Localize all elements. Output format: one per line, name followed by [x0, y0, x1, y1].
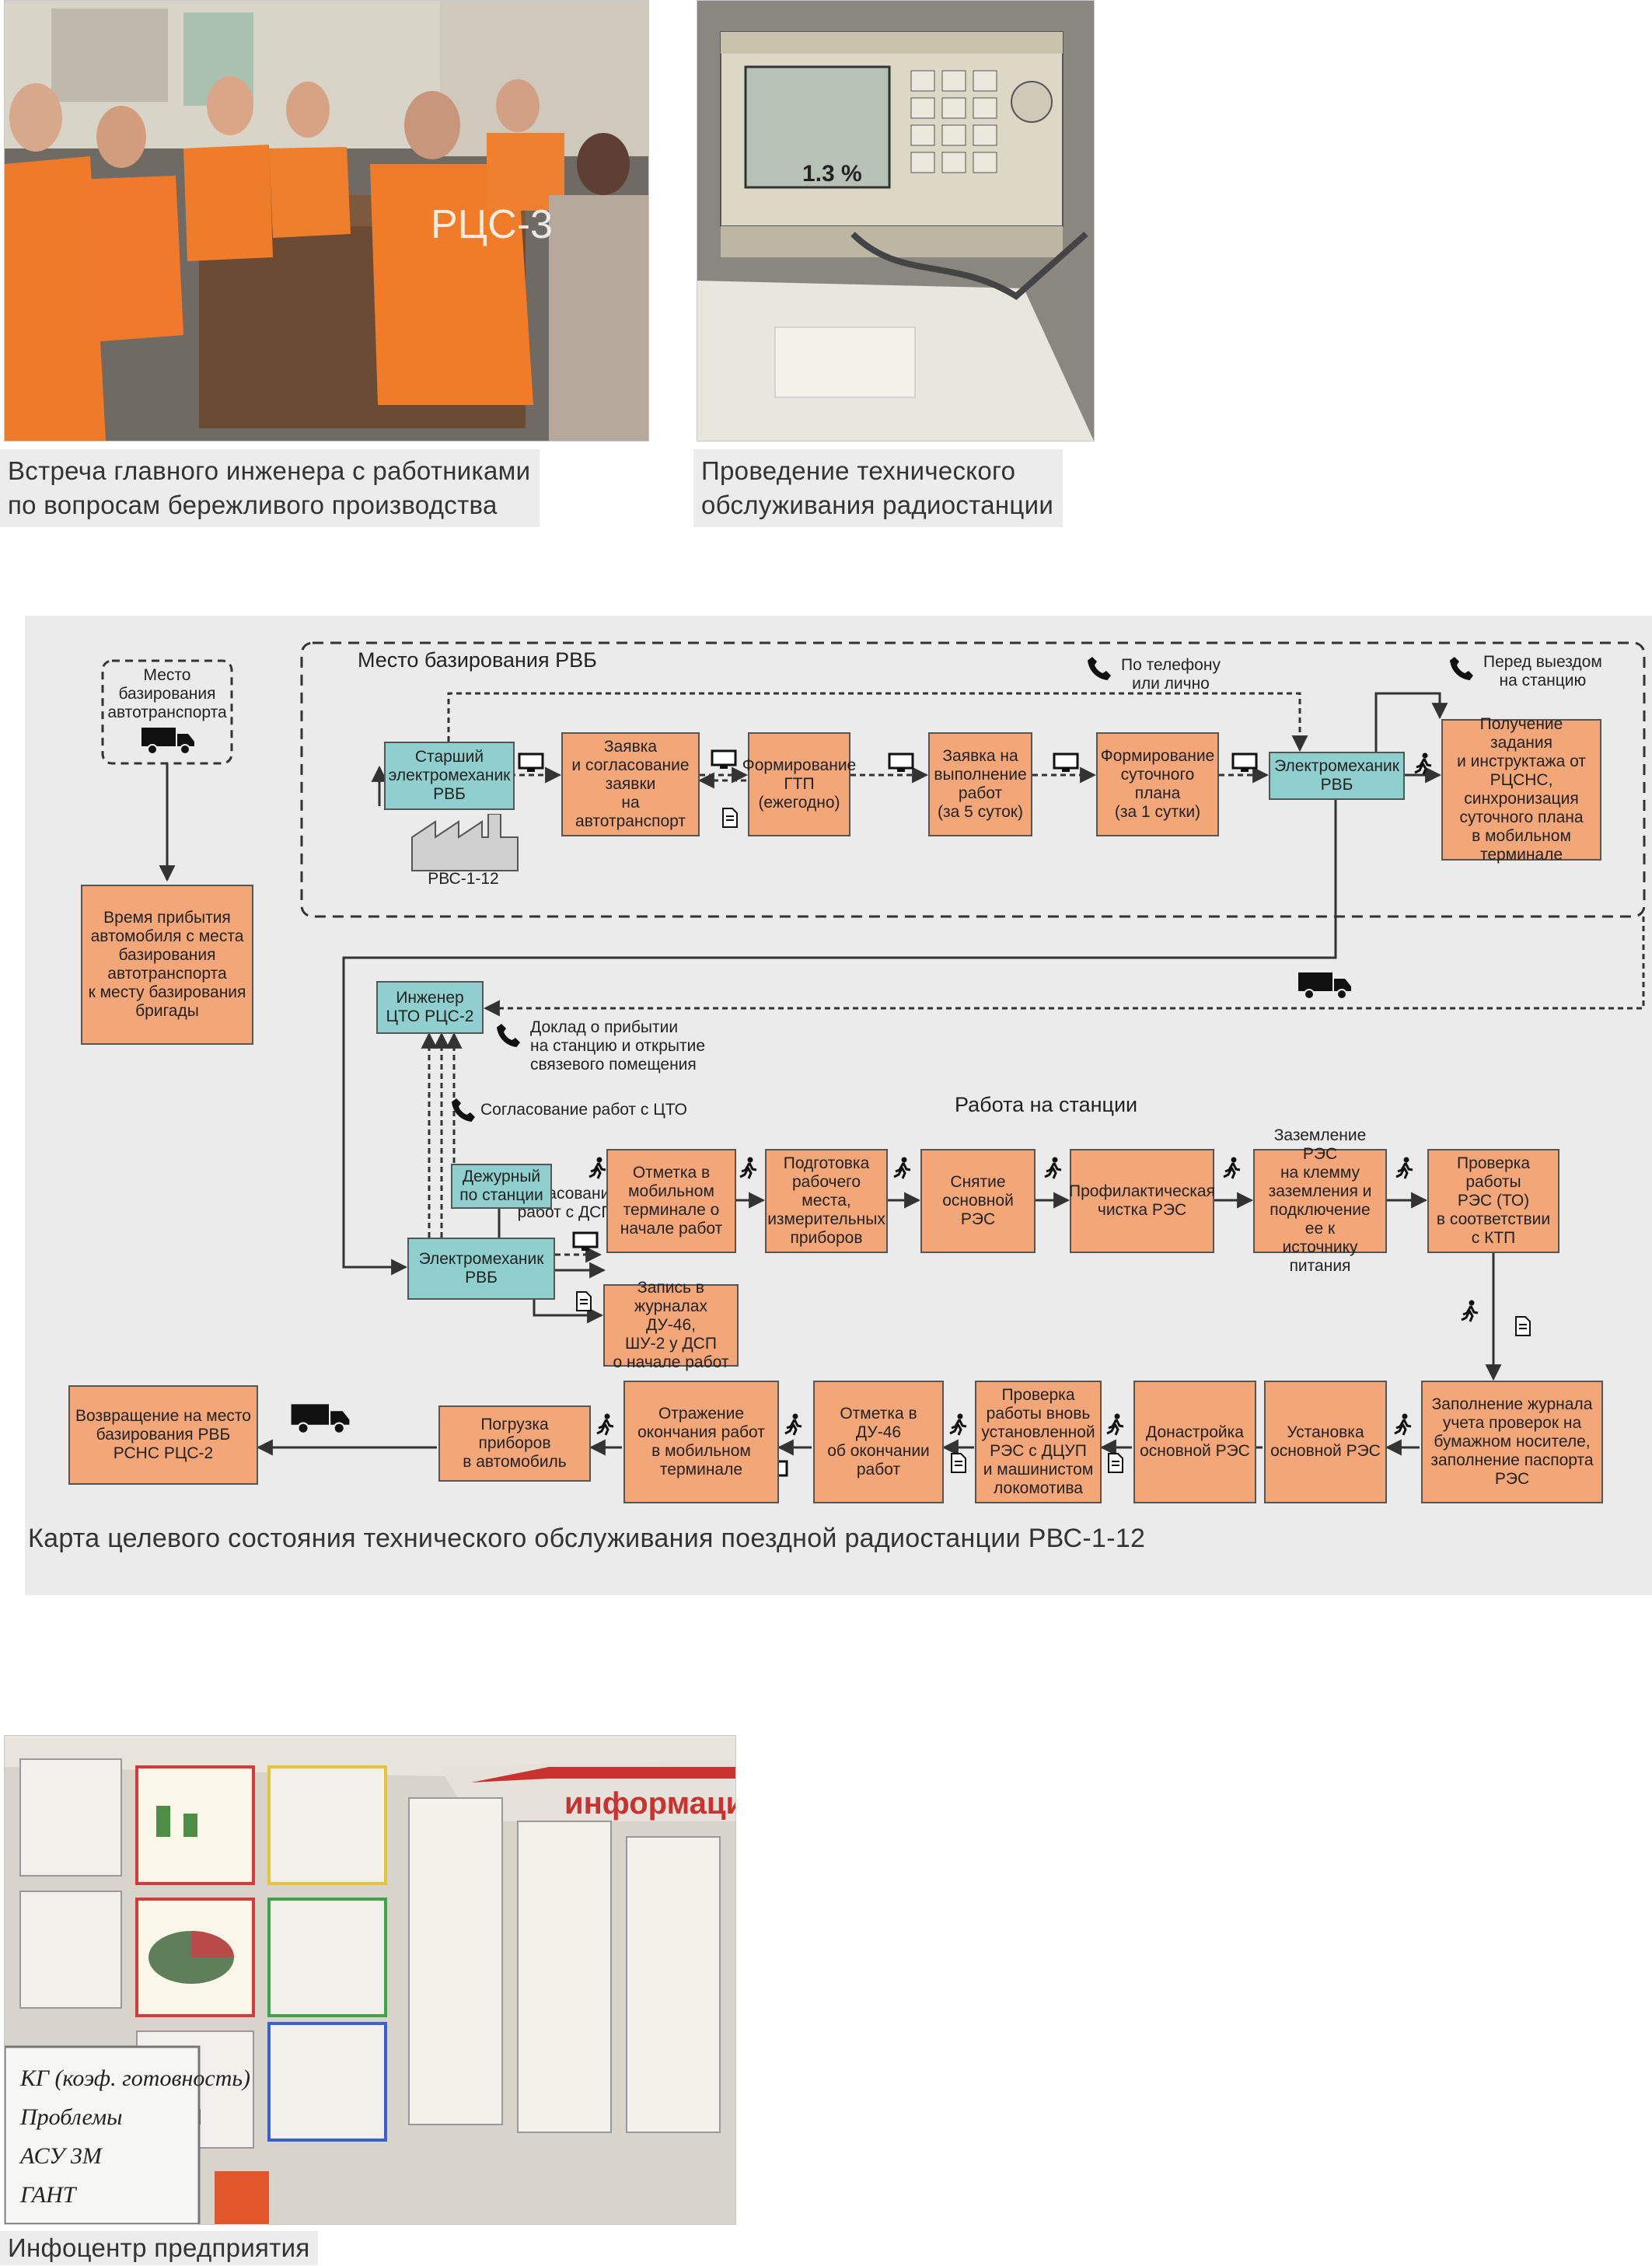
box-loading: Погрузка приборов в автомобиль: [438, 1405, 591, 1482]
auto-base-label: Место базирования автотранспорта: [107, 666, 227, 721]
infocenter-photo: информация КГ (коэф. готовность) Проблем…: [4, 1735, 736, 2225]
walking-person-icon: [948, 1413, 969, 1440]
walking-person-icon: [1395, 1157, 1415, 1184]
diagram-wires: [101, 641, 1646, 1456]
box-cleaning: Профилактическая чистка РЭС: [1069, 1149, 1215, 1253]
monitor-icon: [572, 1231, 599, 1255]
phone-icon: [494, 1021, 522, 1053]
box-gtp: Формирование ГТП (ежегодно): [742, 732, 856, 836]
zone-base-title: Место базирования РВБ: [358, 648, 597, 672]
radio-caption: Проведение технического обслуживания рад…: [693, 449, 1063, 527]
box-grounding: Заземление РЭС на клемму заземления и по…: [1253, 1126, 1387, 1275]
box-return: Возвращение на место базирования РВБ РСН…: [68, 1385, 258, 1485]
box-check-again: Проверка работы вновь установленной РЭС …: [975, 1381, 1102, 1503]
truck-icon: [289, 1401, 351, 1439]
diagram-caption: Карта целевого состояния технического об…: [28, 1524, 1146, 1553]
walking-person-icon: [739, 1157, 759, 1184]
box-arrival-time: Время прибытия автомобиля с места базиро…: [81, 885, 253, 1045]
vest-label: РЦС-3: [431, 202, 553, 247]
box-engineer-cto: Инженер ЦТО РЦС-2: [376, 981, 484, 1034]
box-rvs-1-12: РВС-1-12: [428, 870, 499, 888]
infocenter-caption: Инфоцентр предприятия: [0, 2231, 318, 2265]
monitor-icon: [1231, 752, 1258, 777]
box-work-request: Заявка на выполнение работ (за 5 суток): [928, 732, 1032, 836]
box-tune-res: Донастройка основной РЭС: [1133, 1381, 1256, 1503]
box-install-res: Установка основной РЭС: [1264, 1381, 1387, 1503]
box-remove-res: Снятие основной РЭС: [920, 1149, 1036, 1253]
radio-caption-line-1: Проведение технического: [701, 456, 1016, 485]
box-senior-electromechanic: Старший электромеханик РВБ: [384, 742, 515, 810]
box-reflect-end: Отражение окончания работ в мобильном те…: [623, 1381, 779, 1503]
monitor-icon: [711, 749, 737, 773]
monitor-icon: [518, 752, 544, 777]
walking-person-icon: [588, 1157, 608, 1184]
whiteboard-line-4: ГАНТ: [19, 2182, 78, 2208]
box-mark-start: Отметка в мобильном терминале о начале р…: [606, 1149, 736, 1253]
walking-person-icon: [1222, 1157, 1242, 1184]
box-check-to: Проверка работы РЭС (ТО) в соответствии …: [1427, 1149, 1559, 1253]
box-fill-journal: Заполнение журнала учета проверок на бум…: [1421, 1381, 1603, 1503]
screen-value: 1.3 %: [802, 161, 862, 187]
note-by-phone: По телефону или лично: [1121, 656, 1221, 693]
truck-icon: [140, 724, 196, 759]
meeting-caption-line-1: Встреча главного инженера с работниками: [8, 456, 531, 485]
box-prepare-workplace: Подготовка рабочего места, измерительных…: [765, 1149, 888, 1253]
radio-tester-photo: 1.3 %: [697, 0, 1095, 442]
monitor-icon: [1053, 752, 1079, 777]
document-icon: [721, 807, 739, 833]
whiteboard-line-3: АСУ 3М: [19, 2143, 103, 2169]
box-journal-record: Запись в журналах ДУ-46, ШУ-2 у ДСП о на…: [603, 1279, 739, 1371]
box-transport-request: Заявка и согласование заявки на автотран…: [561, 732, 700, 836]
note-before-departure: Перед выездом на станцию: [1483, 653, 1602, 690]
meeting-photo: РЦС-3: [4, 0, 649, 442]
maintenance-target-state-map: Место базирования РВБ Работа на станции …: [25, 616, 1652, 1595]
walking-person-icon: [1460, 1300, 1480, 1327]
document-icon: [575, 1290, 592, 1316]
board-header: информация: [564, 1786, 735, 1821]
box-electromechanic-top: Электромеханик РВБ: [1269, 752, 1405, 800]
factory-icon: [410, 813, 519, 876]
walking-person-icon: [784, 1413, 804, 1440]
walking-person-icon: [595, 1413, 616, 1440]
box-task-receipt: Получение задания и инструктажа от РЦСНС…: [1441, 715, 1601, 864]
phone-icon: [1085, 655, 1113, 686]
box-electromechanic-bottom: Электромеханик РВБ: [407, 1238, 555, 1300]
document-icon: [1514, 1315, 1532, 1341]
walking-person-icon: [1043, 1157, 1063, 1184]
monitor-icon: [888, 752, 914, 777]
note-arrival-report: Доклад о прибытии на станцию и открытие …: [530, 1018, 706, 1074]
phone-icon: [1448, 655, 1476, 686]
meeting-caption-line-2: по вопросам бережливого производства: [8, 491, 498, 519]
document-icon: [1107, 1452, 1124, 1478]
walking-person-icon: [1413, 752, 1434, 780]
walking-person-icon: [1105, 1413, 1126, 1440]
truck-icon: [1297, 969, 1353, 1004]
zone-station-title: Работа на станции: [955, 1093, 1138, 1116]
box-mark-du46: Отметка в ДУ-46 об окончании работ: [813, 1381, 944, 1503]
radio-caption-line-2: обслуживания радиостанции: [701, 491, 1054, 519]
meeting-caption: Встреча главного инженера с работниками …: [0, 449, 540, 527]
whiteboard-line-1: КГ (коэф. готовность): [19, 2065, 250, 2091]
box-daily-plan: Формирование суточного плана (за 1 сутки…: [1096, 732, 1219, 836]
walking-person-icon: [892, 1157, 913, 1184]
note-agree-cto: Согласование работ с ЦТО: [480, 1101, 687, 1119]
walking-person-icon: [1393, 1413, 1413, 1440]
phone-icon: [449, 1096, 477, 1128]
document-icon: [950, 1452, 967, 1478]
box-duty-officer: Дежурный по станции: [451, 1164, 552, 1209]
whiteboard-line-2: Проблемы: [19, 2104, 122, 2130]
